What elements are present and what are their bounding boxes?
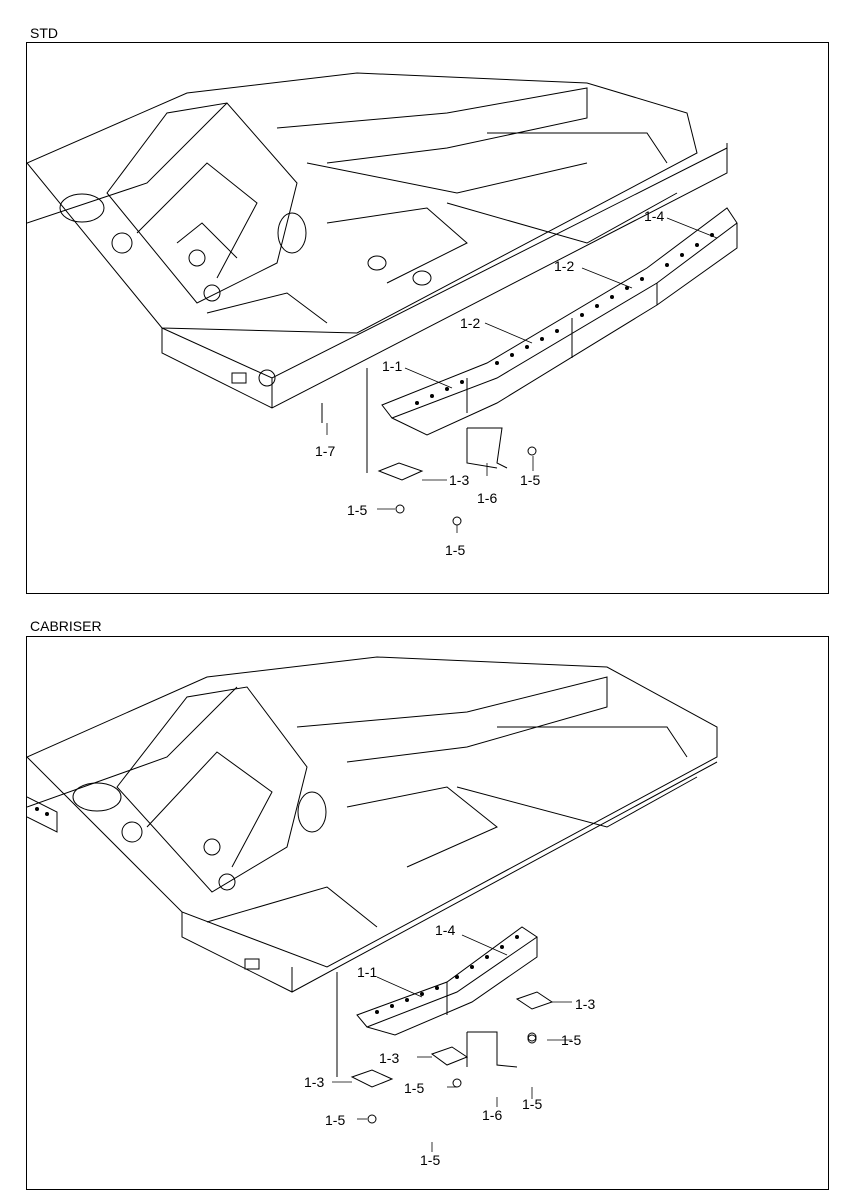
cabriser-hardware: [336, 972, 554, 1124]
label-1-3: 1-3: [304, 1074, 324, 1090]
label-1-2: 1-2: [460, 315, 480, 331]
label-1-6: 1-6: [477, 490, 497, 506]
cabriser-step-plates: [356, 926, 538, 1036]
label-1-5: 1-5: [520, 472, 540, 488]
cabriser-leaders: [332, 934, 572, 1152]
std-diagram: 1-4 1-2 1-2 1-1 1-7 1-3 1-6 1-5 1-5 1-5: [27, 72, 738, 558]
label-1-6: 1-6: [482, 1107, 502, 1123]
section-title-std: STD: [30, 25, 58, 41]
label-1-5: 1-5: [347, 502, 367, 518]
std-diagram-panel: 1-4 1-2 1-2 1-1 1-7 1-3 1-6 1-5 1-5 1-5: [26, 42, 829, 594]
label-1-5: 1-5: [561, 1032, 581, 1048]
label-1-5: 1-5: [420, 1152, 440, 1168]
std-part-labels: 1-4 1-2 1-2 1-1 1-7 1-3 1-6 1-5 1-5 1-5: [315, 208, 664, 558]
label-1-4: 1-4: [644, 208, 664, 224]
std-frame: [27, 72, 728, 409]
std-leaders: [326, 217, 718, 533]
label-1-5: 1-5: [404, 1080, 424, 1096]
label-1-1: 1-1: [382, 358, 402, 374]
label-1-1: 1-1: [357, 964, 377, 980]
cabriser-part-labels: 1-4 1-1 1-3 1-3 1-3 1-5 1-5 1-6 1-5 1-5 …: [304, 922, 595, 1168]
cabriser-step-holes: [375, 935, 519, 1014]
std-step-holes: [415, 233, 714, 405]
std-step-plates: [381, 207, 738, 436]
section-title-cabriser: CABRISER: [30, 618, 102, 634]
label-1-3: 1-3: [449, 472, 469, 488]
label-1-2: 1-2: [554, 258, 574, 274]
label-1-5: 1-5: [522, 1096, 542, 1112]
label-1-3: 1-3: [575, 996, 595, 1012]
label-1-5: 1-5: [445, 542, 465, 558]
cabriser-frame: [27, 656, 718, 993]
label-1-3: 1-3: [379, 1050, 399, 1066]
cabriser-diagram-panel: 1-4 1-1 1-3 1-3 1-3 1-5 1-5 1-6 1-5 1-5 …: [26, 636, 829, 1190]
label-1-7: 1-7: [315, 443, 335, 459]
label-1-4: 1-4: [435, 922, 455, 938]
cabriser-diagram: 1-4 1-1 1-3 1-3 1-3 1-5 1-5 1-6 1-5 1-5 …: [27, 656, 718, 1168]
label-1-5: 1-5: [325, 1112, 345, 1128]
std-hardware: [321, 368, 537, 526]
